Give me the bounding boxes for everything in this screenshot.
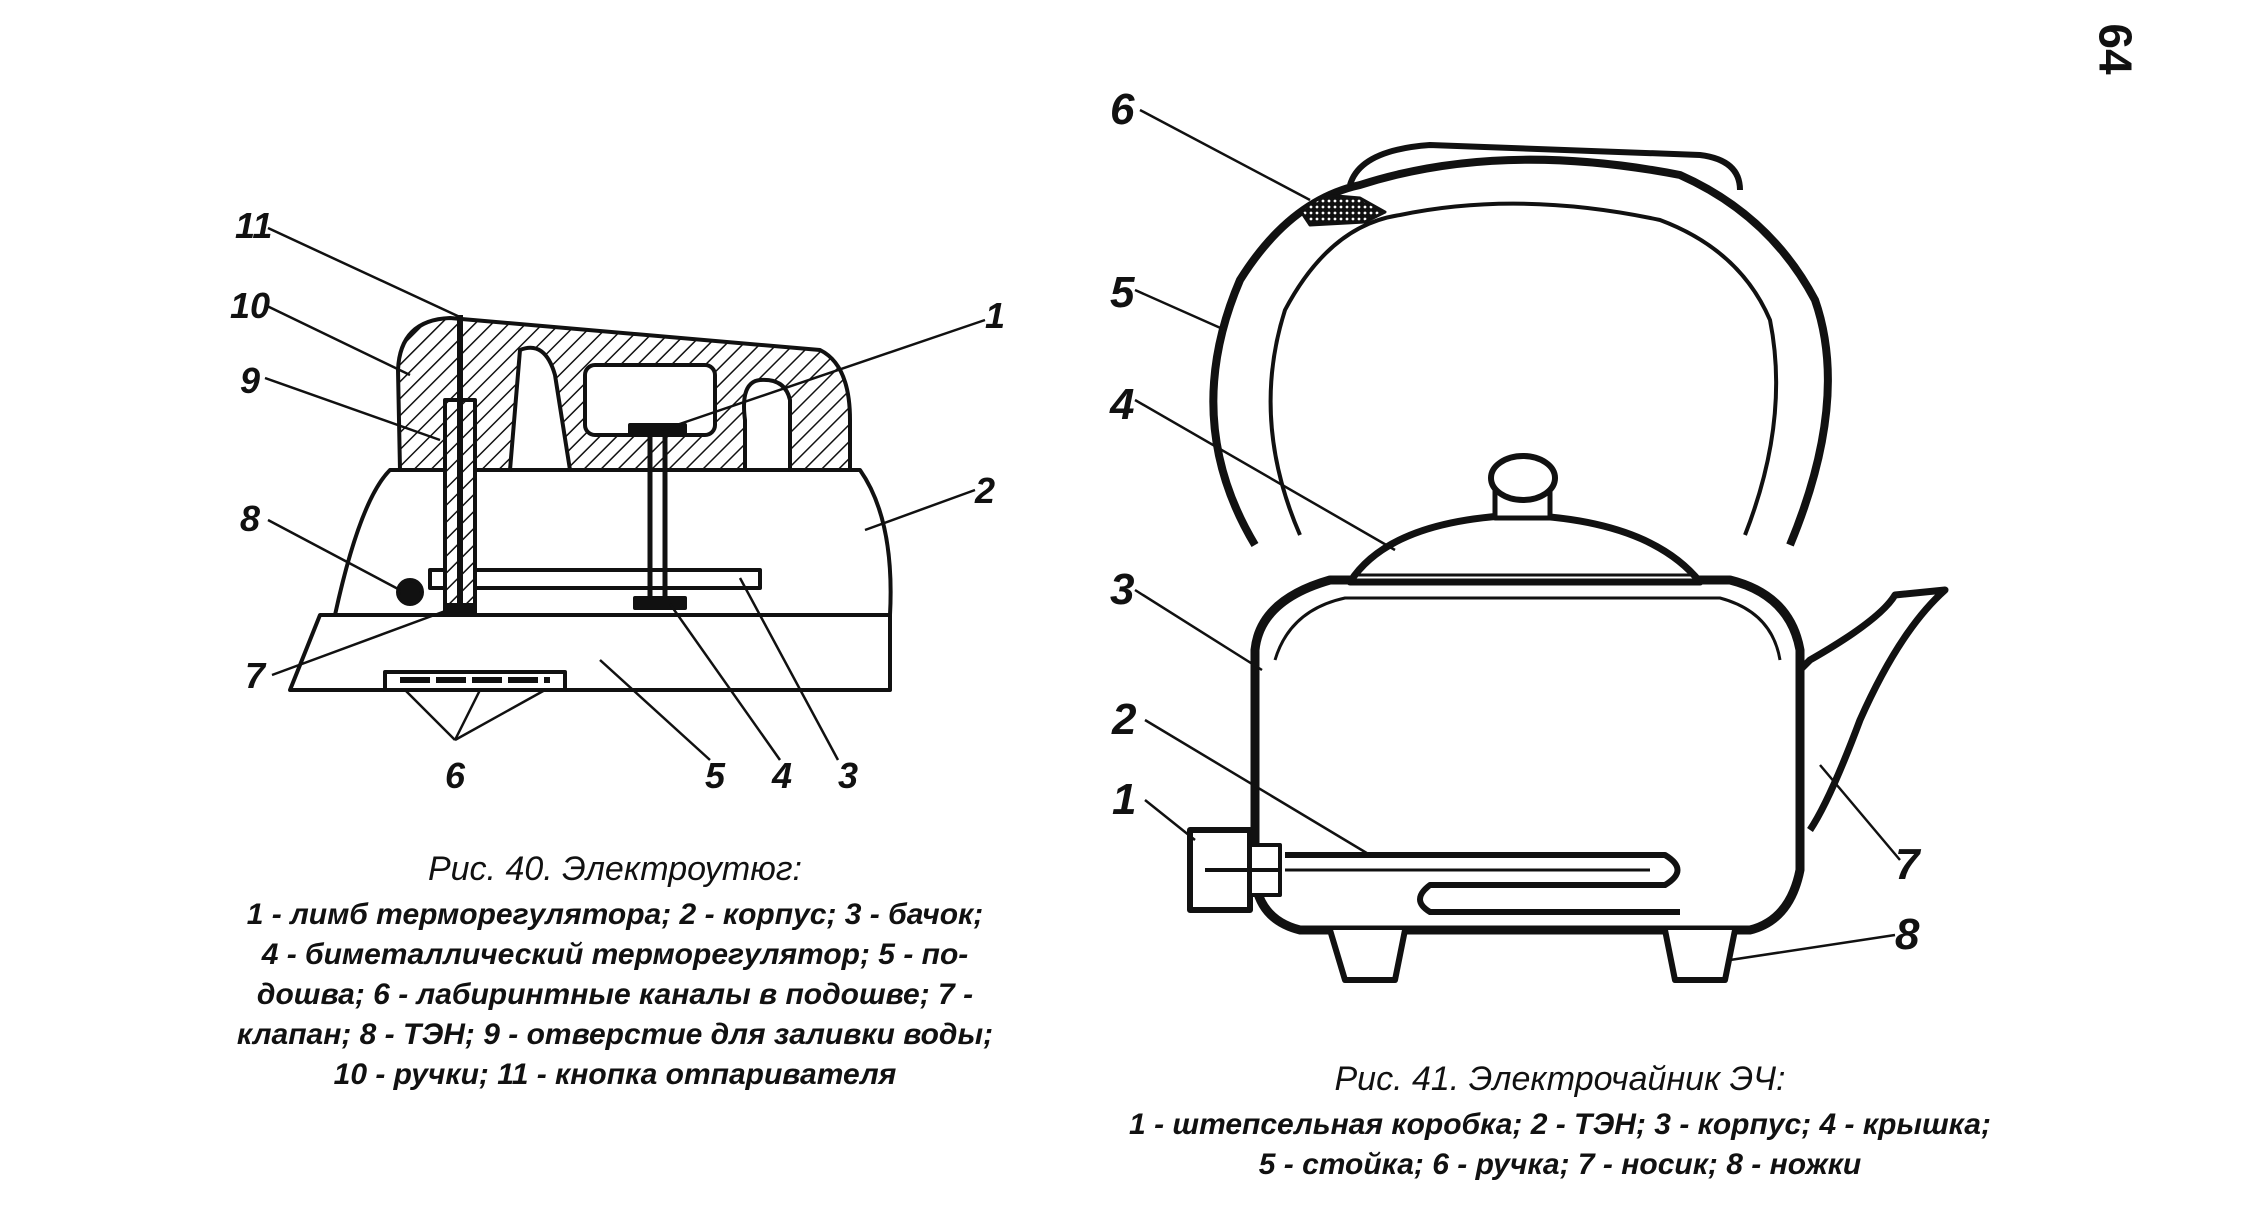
figure41-caption-line: 1 - штепсельная коробка; 2 - ТЭН; 3 - ко…	[1129, 1108, 1991, 1141]
figure40-caption: Рис. 40. Электроутюг: 1 - лимб терморегу…	[215, 850, 1015, 1095]
kettle-drawing	[1187, 142, 1949, 983]
iron-sole	[288, 613, 892, 692]
figure41-caption-title: Рис. 41. Электрочайник ЭЧ:	[1334, 1060, 1786, 1098]
iron-label-8: 8	[240, 498, 261, 539]
kettle-foot-right	[1662, 929, 1738, 983]
kettle-label-1: 1	[1112, 775, 1137, 824]
kettle-foot-left	[1327, 929, 1408, 983]
kettle-body	[1250, 575, 1805, 935]
kettle-label-5: 5	[1110, 268, 1135, 317]
kettle-leader-lines	[1134, 108, 1901, 962]
figure40-caption-line: клапан; 8 - ТЭН; 9 - отверстие для залив…	[236, 1018, 994, 1051]
figure41-caption: Рис. 41. Электрочайник ЭЧ: 1 - штепсельн…	[1080, 1060, 2040, 1185]
kettle-label-4: 4	[1110, 380, 1135, 429]
iron-label-4: 4	[772, 755, 793, 796]
iron-label-1: 1	[985, 295, 1006, 336]
iron-label-9: 9	[240, 360, 261, 401]
kettle-label-7: 7	[1895, 840, 1920, 889]
figure40-caption-line: дошва; 6 - лабиринтные каналы в подошве;…	[256, 978, 974, 1011]
iron-drawing	[288, 315, 893, 692]
iron-label-3: 3	[838, 755, 859, 796]
iron-valve	[444, 603, 476, 617]
iron-label-2: 2	[975, 470, 996, 511]
iron-label-5: 5	[705, 755, 726, 796]
figure40-caption-line: 1 - лимб терморегулятора; 2 - корпус; 3 …	[246, 898, 984, 931]
kettle-label-3: 3	[1110, 565, 1135, 614]
kettle-heating-element	[1285, 852, 1681, 915]
iron-label-7: 7	[245, 655, 266, 696]
kettle-label-6: 6	[1110, 85, 1135, 134]
kettle-label-8: 8	[1895, 910, 1920, 959]
kettle-spout	[1787, 586, 1949, 832]
figure41-caption-line: 5 - стойка; 6 - ручка; 7 - носик; 8 - но…	[1258, 1148, 1862, 1181]
kettle-label-2: 2	[1112, 695, 1137, 744]
figure40-caption-line: 4 - биметаллический терморегулятор; 5 - …	[261, 938, 969, 971]
iron-tank	[428, 568, 762, 590]
iron-heating-element	[396, 578, 424, 606]
kettle-grip	[1298, 193, 1387, 227]
figure40-caption-line: 10 - ручки; 11 - кнопка отпаривателя	[333, 1058, 897, 1091]
iron-label-11: 11	[235, 205, 273, 246]
iron-leader-lines	[264, 226, 986, 761]
iron-label-10: 10	[230, 285, 271, 326]
figure40-caption-title: Рис. 40. Электроутюг:	[427, 850, 803, 888]
iron-label-6: 6	[445, 755, 466, 796]
